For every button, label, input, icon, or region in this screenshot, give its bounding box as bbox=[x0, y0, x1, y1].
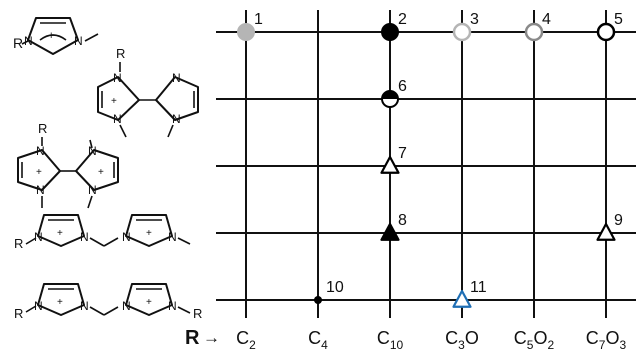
marker-circle-half-fill bbox=[382, 91, 398, 99]
axis-arrow: → bbox=[203, 328, 220, 347]
grid-lines bbox=[216, 10, 636, 318]
marker-number-label: 7 bbox=[398, 145, 407, 162]
column-label: C2 bbox=[236, 328, 256, 350]
plus-charge: + bbox=[57, 228, 63, 239]
n-label: N bbox=[172, 112, 181, 126]
marker-number-label: 11 bbox=[470, 279, 487, 296]
structure-row-2: R N N + N N bbox=[97, 46, 199, 138]
plus-charge: + bbox=[98, 167, 104, 178]
marker-layer bbox=[237, 22, 616, 308]
n-label: N bbox=[88, 144, 97, 158]
marker-circle-filled bbox=[237, 23, 255, 41]
structure-row-4: R N N + N N + bbox=[14, 214, 191, 251]
r-label: R bbox=[116, 46, 125, 61]
plus-charge: + bbox=[57, 297, 63, 308]
column-label: C7O3 bbox=[586, 328, 627, 350]
marker-triangle-open bbox=[596, 222, 616, 241]
column-label: C3O bbox=[445, 328, 479, 350]
marker-number-label: 5 bbox=[614, 11, 623, 28]
marker-dot bbox=[314, 296, 322, 304]
n-label: N bbox=[88, 183, 97, 197]
n-label: N bbox=[34, 230, 43, 244]
column-labels: C2 C4 C10 C3O C5O2 C7O3 bbox=[236, 328, 626, 350]
plus-charge: + bbox=[146, 228, 152, 239]
r-label: R bbox=[13, 35, 23, 51]
column-axis: R → bbox=[185, 327, 220, 349]
n-label: N bbox=[113, 71, 122, 85]
n-label: N bbox=[113, 112, 122, 126]
marker-number-label: 9 bbox=[614, 212, 623, 229]
n-label: N bbox=[34, 299, 43, 313]
n-label: N bbox=[74, 34, 83, 48]
marker-number-label: 1 bbox=[254, 11, 263, 28]
n-label: N bbox=[24, 34, 33, 48]
plus-charge: + bbox=[36, 167, 42, 178]
marker-number-label: 2 bbox=[398, 11, 407, 28]
n-label: N bbox=[172, 71, 181, 85]
marker-triangle-filled bbox=[380, 222, 400, 241]
structure-row-3: R N N + N N + bbox=[17, 121, 119, 209]
plus-charge: + bbox=[146, 297, 152, 308]
n-label: N bbox=[168, 230, 177, 244]
n-label: N bbox=[122, 299, 131, 313]
column-label: C4 bbox=[308, 328, 328, 350]
r-label: R bbox=[14, 306, 23, 321]
plus-charge: + bbox=[111, 96, 117, 107]
marker-circle-open bbox=[596, 22, 616, 42]
marker-triangle-open bbox=[452, 289, 472, 308]
n-label: N bbox=[168, 299, 177, 313]
marker-number-label: 6 bbox=[398, 78, 407, 95]
n-label: N bbox=[36, 144, 45, 158]
column-label: C10 bbox=[377, 328, 404, 350]
marker-number-label: 3 bbox=[470, 11, 479, 28]
marker-circle-open bbox=[524, 22, 544, 42]
r-label: R bbox=[38, 121, 47, 136]
axis-r-label: R bbox=[185, 327, 200, 349]
marker-number-label: 8 bbox=[398, 212, 407, 229]
n-label: N bbox=[36, 183, 45, 197]
plus-charge: + bbox=[48, 30, 54, 42]
marker-label-layer: 1 2 3 4 5 6 7 8 9 10 11 bbox=[254, 11, 623, 296]
structure-row-1: R N N + bbox=[13, 17, 99, 55]
n-label: N bbox=[122, 230, 131, 244]
n-label: N bbox=[80, 230, 89, 244]
marker-circle-open bbox=[452, 22, 472, 42]
marker-circle-filled bbox=[381, 23, 399, 41]
r-label: R bbox=[193, 306, 202, 321]
n-label: N bbox=[80, 299, 89, 313]
r-label: R bbox=[14, 236, 23, 251]
marker-number-label: 4 bbox=[542, 11, 551, 28]
cation-structures: R N N + R N N + N N R bbox=[13, 17, 202, 321]
marker-number-label: 10 bbox=[326, 279, 344, 296]
structure-row-5: R N N + N N + R bbox=[14, 283, 202, 321]
marker-triangle-open bbox=[380, 155, 400, 174]
column-label: C5O2 bbox=[514, 328, 555, 350]
